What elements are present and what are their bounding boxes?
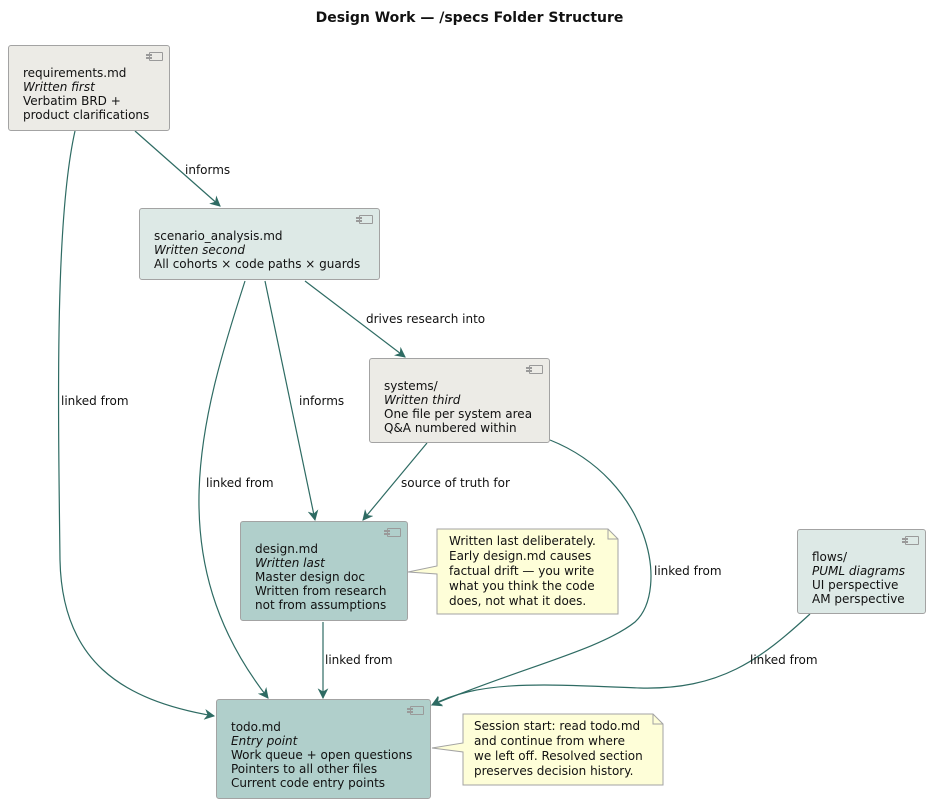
flows-line-1: UI perspective <box>812 578 899 592</box>
design-note-line-3: factual drift — you write <box>449 564 595 578</box>
todo-note-line-4: preserves decision history. <box>474 764 634 778</box>
scenario-node: scenario_analysis.md Written second All … <box>139 208 380 280</box>
todo-note-line-3: we left off. Resolved section <box>474 749 643 763</box>
requirements-sub: Written first <box>23 80 95 94</box>
scenario-sub: Written second <box>154 243 245 257</box>
design-line-2: Written from research <box>255 584 387 598</box>
edge-scenario-todo <box>198 280 269 699</box>
todo-line-3: Current code entry points <box>231 776 386 790</box>
todo-note-fold <box>652 714 663 725</box>
component-icon <box>407 706 424 715</box>
edge-label-req-scenario: informs <box>185 163 231 177</box>
requirements-node: requirements.md Written first Verbatim B… <box>8 45 170 131</box>
requirements-line-1: Verbatim BRD + <box>23 94 121 108</box>
edge-label-design-todo: linked from <box>325 653 393 667</box>
design-note-shape <box>407 528 619 615</box>
flows-node: flows/ PUML diagrams UI perspective AM p… <box>797 529 926 614</box>
flows-sub: PUML diagrams <box>812 564 906 578</box>
component-icon <box>526 365 543 374</box>
design-note-fold <box>607 529 618 540</box>
systems-sub: Written third <box>384 393 461 407</box>
systems-line-2: Q&A numbered within <box>384 421 517 435</box>
edge-label-flows-todo: linked from <box>750 653 818 667</box>
design-line-3: not from assumptions <box>255 598 387 612</box>
component-icon <box>356 215 373 224</box>
requirements-name: requirements.md <box>23 66 127 80</box>
systems-line-1: One file per system area <box>384 407 533 421</box>
edge-label-scenario-todo: linked from <box>206 476 274 490</box>
edge-req-todo <box>57 130 216 720</box>
edge-systems-todo <box>431 439 652 707</box>
todo-sub: Entry point <box>231 734 298 748</box>
todo-note-line-2: and continue from where <box>474 734 625 748</box>
edge-scenario-systems <box>304 280 406 358</box>
diagram-title: Design Work — /specs Folder Structure <box>315 10 624 26</box>
todo-note-shape <box>431 713 664 786</box>
systems-name: systems/ <box>384 379 438 393</box>
todo-note: Session start: read todo.md and continue… <box>474 719 643 779</box>
todo-name: todo.md <box>231 720 281 734</box>
systems-node: systems/ Written third One file per syst… <box>369 358 550 443</box>
design-note-line-4: what you think the code <box>449 579 595 593</box>
edge-systems-design <box>362 442 428 521</box>
scenario-name: scenario_analysis.md <box>154 229 283 243</box>
design-node: design.md Written last Master design doc… <box>240 521 408 621</box>
component-icon <box>146 52 163 61</box>
design-name: design.md <box>255 542 318 556</box>
design-sub: Written last <box>255 556 325 570</box>
edge-flows-todo <box>431 613 811 706</box>
flows-name: flows/ <box>812 550 848 564</box>
todo-node: todo.md Entry point Work queue + open qu… <box>216 699 431 799</box>
requirements-line-2: product clarifications <box>23 108 150 122</box>
scenario-line-1: All cohorts × code paths × guards <box>154 257 361 271</box>
edge-label-scenario-design: informs <box>299 394 345 408</box>
design-note-line-5: does, not what it does. <box>449 594 587 608</box>
edge-req-scenario <box>134 130 221 207</box>
edge-label-systems-design: source of truth for <box>401 476 510 490</box>
todo-line-2: Pointers to all other files <box>231 762 378 776</box>
flows-line-2: AM perspective <box>812 592 905 606</box>
component-icon <box>384 528 401 537</box>
edge-scenario-design <box>264 280 319 522</box>
todo-line-1: Work queue + open questions <box>231 748 413 762</box>
edge-label-systems-todo: linked from <box>654 564 722 578</box>
design-note: Written last deliberately. Early design.… <box>449 534 596 609</box>
design-note-line-1: Written last deliberately. <box>449 534 596 548</box>
design-line-1: Master design doc <box>255 570 365 584</box>
todo-note-line-1: Session start: read todo.md <box>474 719 641 733</box>
edge-label-scenario-systems: drives research into <box>366 312 486 326</box>
design-note-line-2: Early design.md causes <box>449 549 592 563</box>
edge-label-req-todo: linked from <box>61 394 129 408</box>
component-icon <box>902 536 919 545</box>
